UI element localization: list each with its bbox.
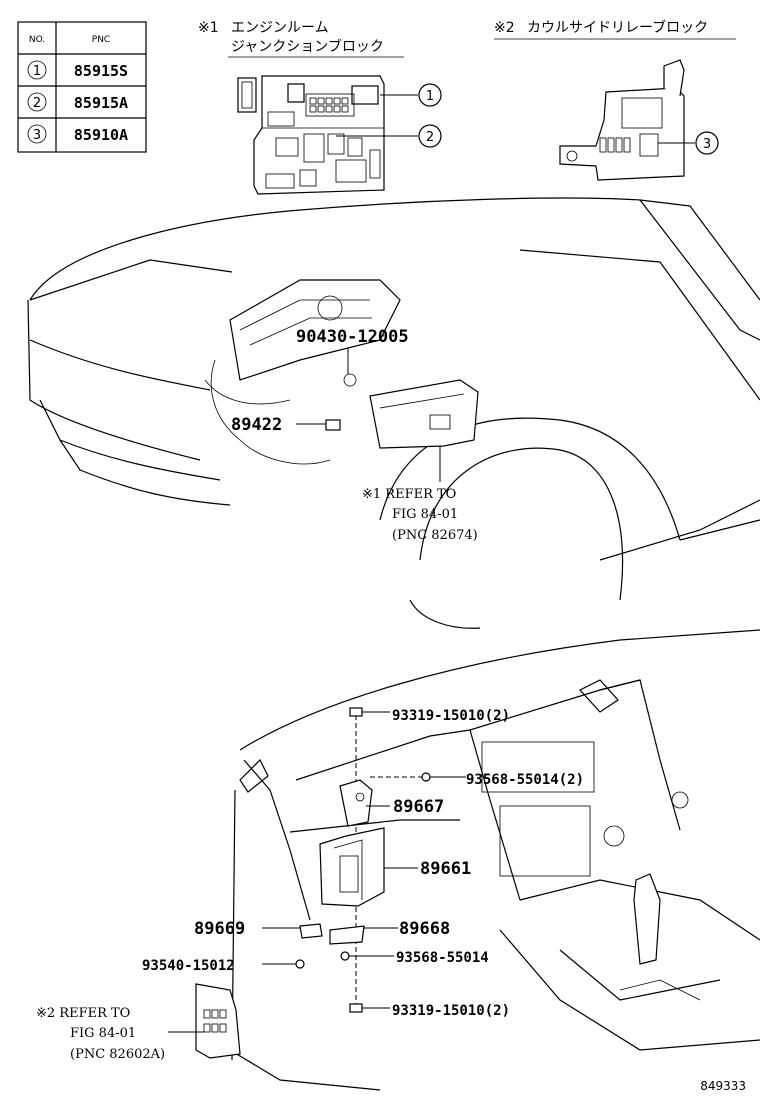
inset-engine-room-junction-block: ※1 エンジンルーム ジャンクションブロック xyxy=(198,20,442,195)
table-row-no: 2 xyxy=(33,96,41,111)
part-89669: 89669 xyxy=(194,919,245,939)
engine-bay-labels: 90430-12005 89422 ※1 REFER TO FIG 84-01 … xyxy=(231,327,478,543)
vehicle-front-illustration xyxy=(27,197,760,629)
part-89667: 89667 xyxy=(393,797,444,817)
table-row-pnc: 85915A xyxy=(74,94,128,112)
table-header-no: NO. xyxy=(29,35,45,45)
pnc-table: NO. PNC 1 85915S 2 85915A 3 85910A xyxy=(17,21,147,153)
inset1-title-line1: エンジンルーム xyxy=(231,20,329,36)
ref1-line2: FIG 84-01 xyxy=(392,507,458,522)
ecu-assembly xyxy=(195,707,431,1059)
part-89668: 89668 xyxy=(399,919,450,939)
ref2-line1: ※2 REFER TO xyxy=(36,1006,130,1021)
ref1-line1: ※1 REFER TO xyxy=(362,487,456,502)
dashboard-illustration xyxy=(229,629,760,1091)
inset2-title-line1: カウルサイドリレーブロック xyxy=(527,19,708,36)
figure-number: 849333 xyxy=(700,1079,746,1093)
table-header-pnc: PNC xyxy=(92,35,110,45)
part-93568-55014-2: 93568-55014(2) xyxy=(466,772,584,788)
table-row-no: 3 xyxy=(33,128,41,143)
part-90430-12005: 90430-12005 xyxy=(296,327,409,347)
ref1-line3: (PNC 82674) xyxy=(392,528,478,543)
table-row-pnc: 85910A xyxy=(74,126,128,144)
inset1-title-line2: ジャンクションブロック xyxy=(231,38,384,55)
inset2-mark: ※2 xyxy=(494,20,515,36)
part-93319-15010-bottom: 93319-15010(2) xyxy=(392,1003,510,1019)
relay-block-illustration xyxy=(559,59,685,181)
dashboard-labels: 93319-15010(2) 93568-55014(2) 89667 8966… xyxy=(36,708,584,1062)
part-93319-15010-top: 93319-15010(2) xyxy=(392,708,510,724)
ref2-line3: (PNC 82602A) xyxy=(70,1047,165,1062)
table-row-pnc: 85915S xyxy=(74,62,128,80)
callout-1: 1 xyxy=(426,89,434,104)
inset-cowl-side-relay-block: ※2 カウルサイドリレーブロック 3 xyxy=(494,19,736,181)
ref2-line2: FIG 84-01 xyxy=(70,1026,136,1041)
callout-3: 3 xyxy=(703,137,711,152)
callout-2: 2 xyxy=(426,130,434,145)
junction-block-illustration xyxy=(237,75,385,195)
inset1-mark: ※1 xyxy=(198,20,219,36)
part-89661: 89661 xyxy=(420,859,471,879)
table-row-no: 1 xyxy=(33,64,41,79)
part-93568-55014: 93568-55014 xyxy=(396,950,489,966)
part-93540-15012: 93540-15012 xyxy=(142,958,235,974)
part-89422: 89422 xyxy=(231,415,282,435)
